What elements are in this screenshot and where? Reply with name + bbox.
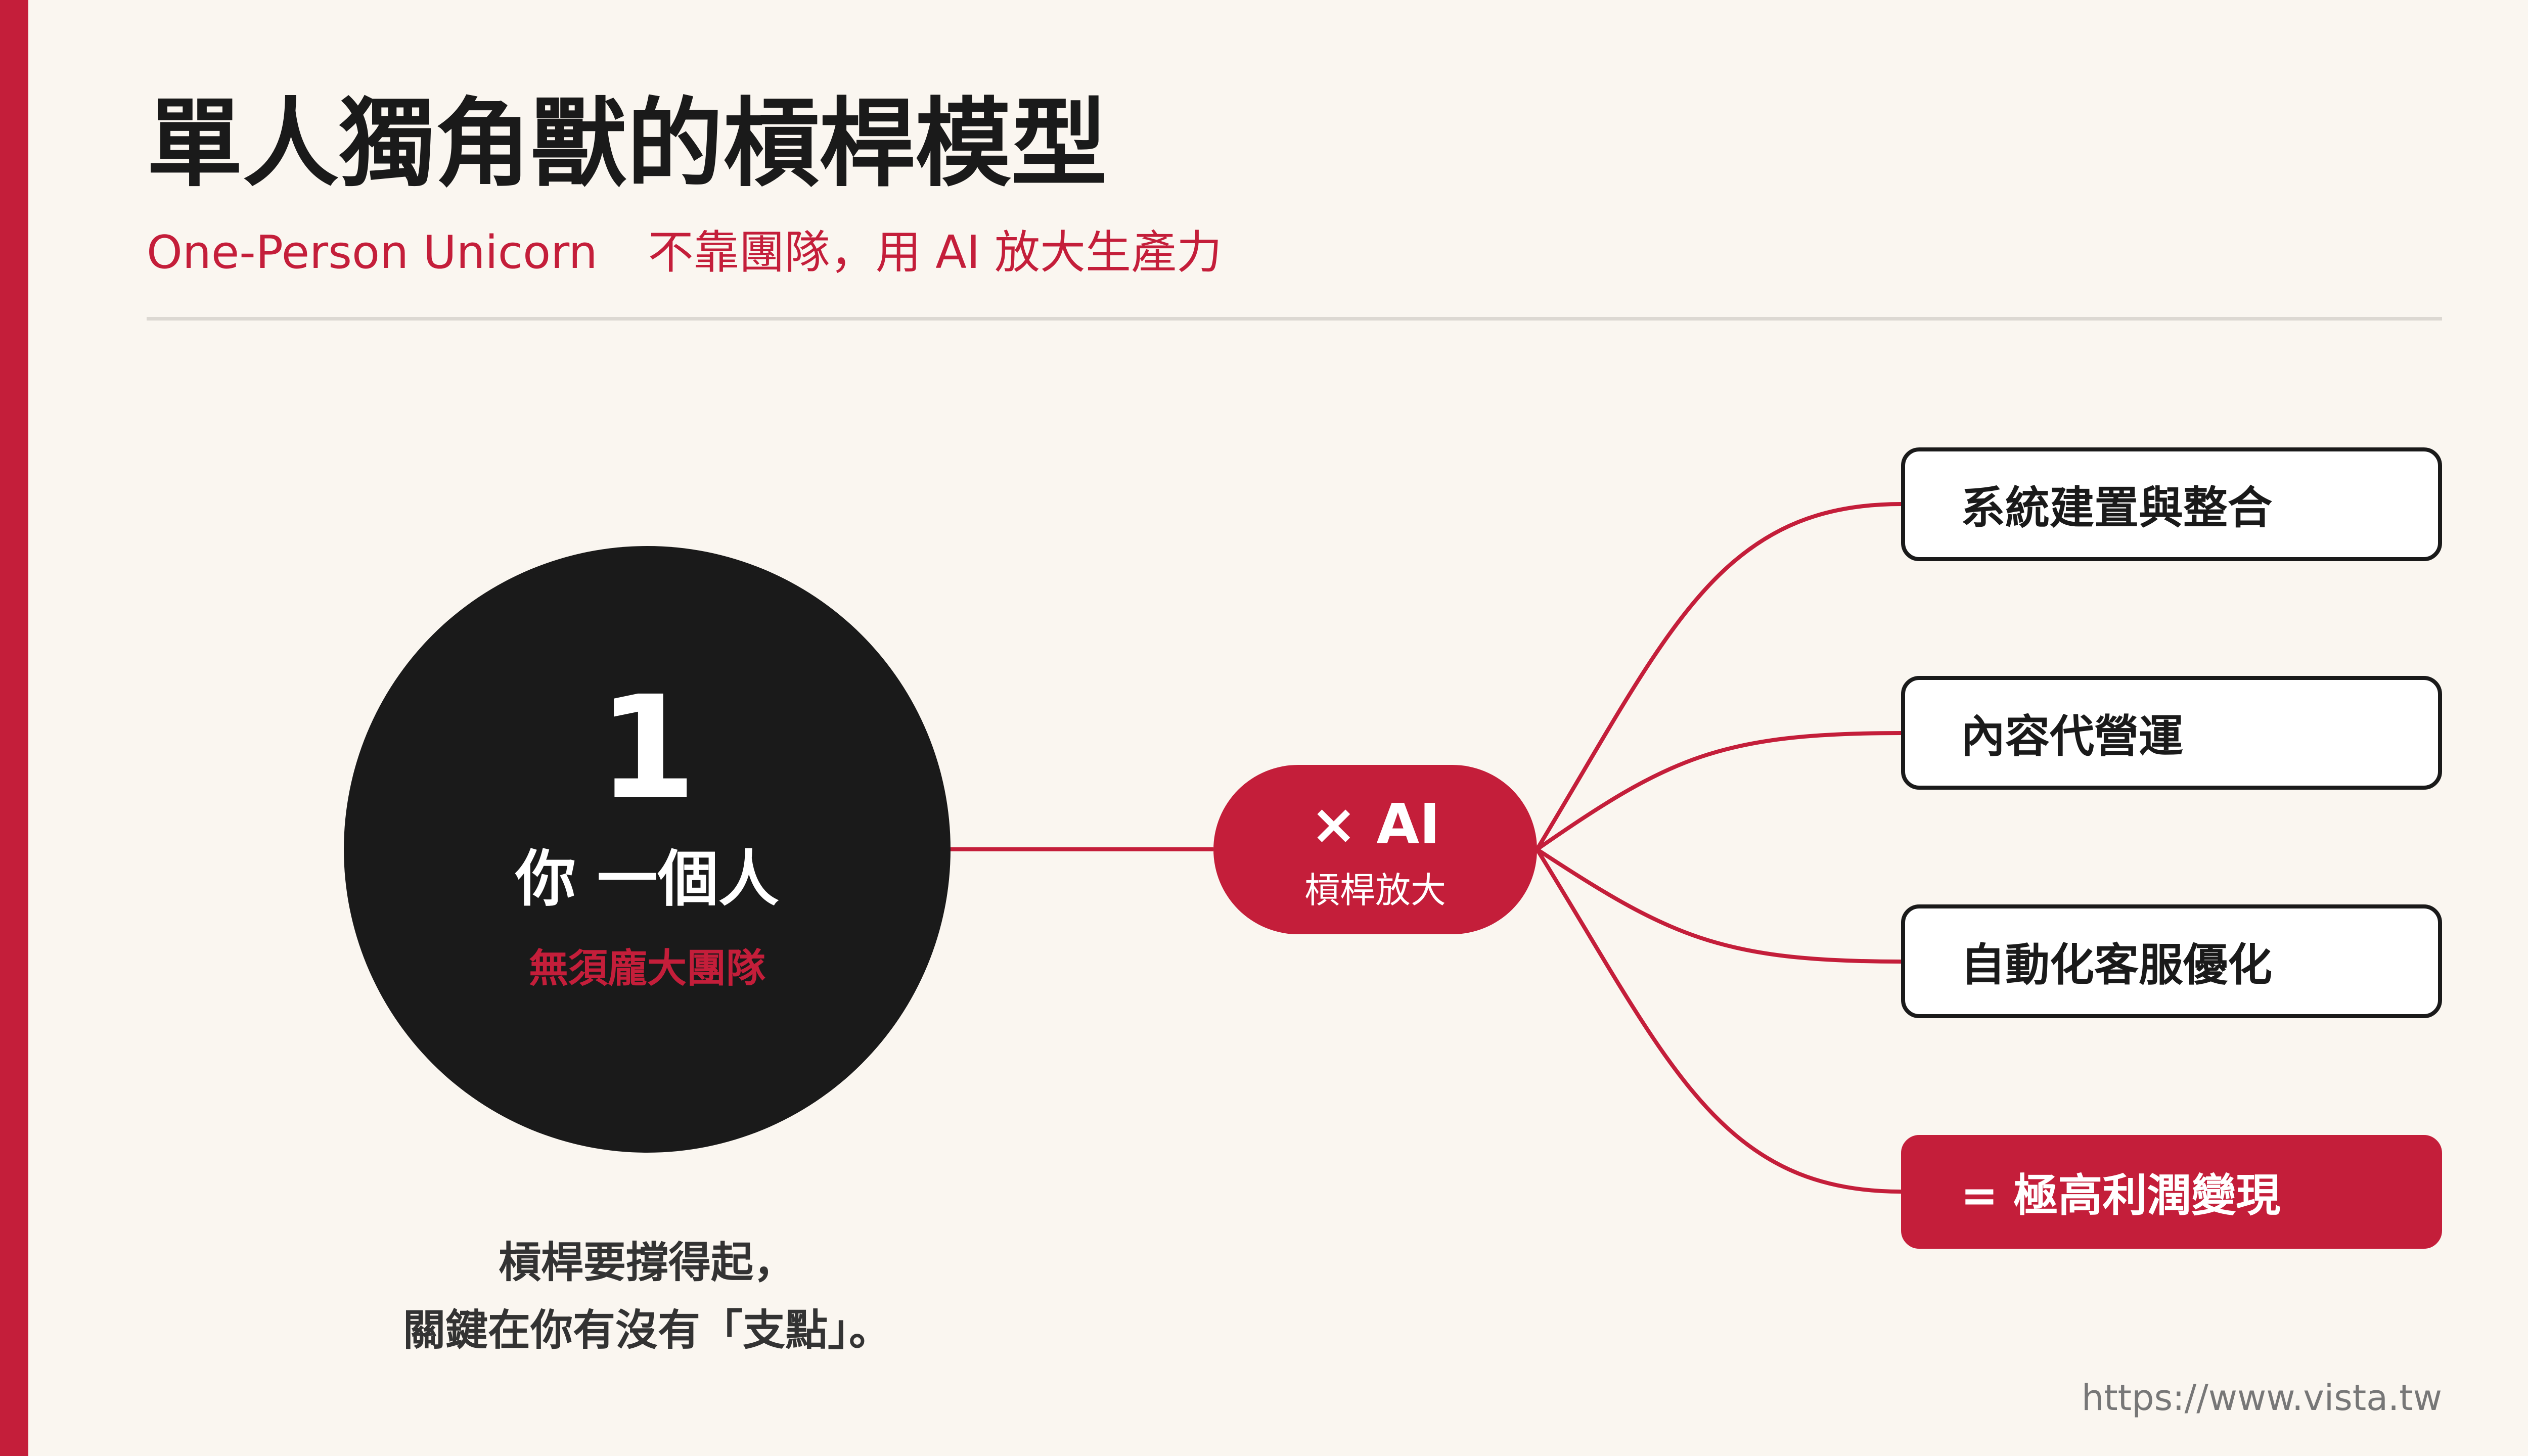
output-box-system-integration: 系統建置與整合 <box>1901 447 2442 561</box>
page-title: 單人獨角獸的槓桿模型 <box>147 88 1108 200</box>
output-box-content-operation: 內容代營運 <box>1901 676 2442 790</box>
footer-url: https://www.vista.tw <box>2081 1377 2442 1419</box>
output-box-customer-service: 自動化客服優化 <box>1901 904 2442 1018</box>
hub-node-sublabel: 槓桿放大 <box>1304 870 1446 911</box>
connector-hub-to-output-1 <box>1535 502 1902 851</box>
fulcrum-note: 槓桿要撐得起， 關鍵在你有沒有「支點」。 <box>344 1228 951 1364</box>
connector-hub-to-output-3 <box>1536 847 1902 964</box>
hub-node-ai: × AI 槓桿放大 <box>1213 765 1537 934</box>
connector-hub-to-output-4 <box>1535 848 1902 1194</box>
source-node-number: 1 <box>598 666 697 831</box>
fulcrum-note-line-2: 關鍵在你有沒有「支點」。 <box>402 1305 891 1355</box>
accent-bar <box>0 0 28 1456</box>
fulcrum-note-line-1: 槓桿要撐得起， <box>498 1238 796 1287</box>
subtitle-chinese: 不靠團隊，用 AI 放大生產力 <box>648 226 1223 279</box>
source-node-circle: 1 你 一個人 無須龐大團隊 <box>344 546 951 1153</box>
header-divider <box>147 317 2442 321</box>
source-node-label: 你 一個人 <box>515 844 779 915</box>
connector-hub-to-output-2 <box>1536 731 1902 851</box>
output-box-profit-result: = 極高利潤變現 <box>1901 1135 2442 1249</box>
source-node-sublabel: 無須龐大團隊 <box>528 946 765 991</box>
subtitle-english: One-Person Unicorn <box>147 226 598 279</box>
hub-node-label: × AI <box>1310 792 1440 856</box>
